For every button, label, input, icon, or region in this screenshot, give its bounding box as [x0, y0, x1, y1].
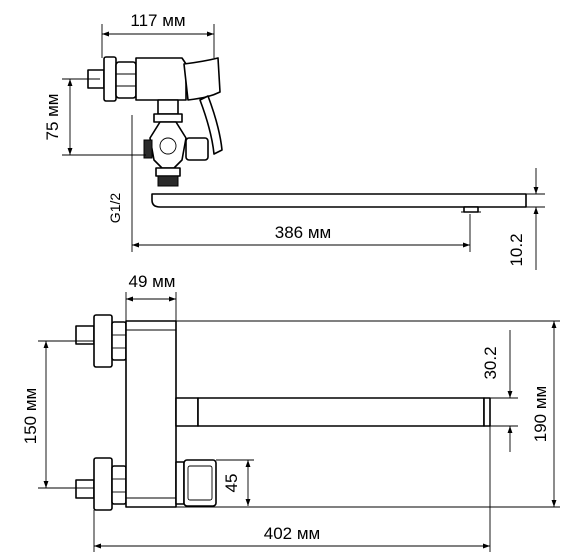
side-lever-handle	[199, 95, 223, 155]
dim-side-width: 117 мм	[130, 11, 185, 30]
dim-side-height: 75 мм	[43, 93, 62, 140]
dim-thread: G1/2	[107, 193, 123, 224]
dim-spout-offset: 10.2	[507, 233, 526, 266]
dim-front-total-length: 402 мм	[264, 524, 320, 543]
front-upper-flange	[93, 314, 113, 368]
dim-front-spout-height: 30.2	[481, 346, 500, 379]
side-nut	[115, 61, 137, 99]
side-neck	[157, 99, 179, 115]
front-spout	[197, 397, 485, 427]
side-diverter-body	[149, 121, 187, 169]
front-diverter-collar	[175, 461, 185, 505]
side-lever-base	[183, 57, 221, 101]
front-diverter-knob	[183, 459, 217, 507]
side-aerator	[463, 206, 479, 213]
side-outlet-ring	[155, 167, 181, 177]
front-upper-nut	[111, 321, 127, 361]
front-body	[125, 320, 177, 508]
dim-front-total-height: 190 мм	[531, 386, 550, 442]
dim-front-centers: 150 мм	[21, 388, 40, 444]
front-view	[75, 314, 491, 511]
front-view-dimensions: 49 мм 150 мм 30.2 190 мм 45 402 мм	[21, 272, 560, 552]
front-lower-nut	[111, 465, 127, 505]
front-spout-collar	[175, 397, 199, 427]
side-diverter-knob	[185, 137, 209, 161]
side-outlet-thread	[157, 175, 179, 187]
front-lower-stub	[75, 479, 95, 499]
side-view-dimensions: 117 мм 75 мм G1/2 386 мм 10.2	[43, 11, 545, 270]
front-spout-tip	[483, 397, 491, 427]
dim-front-body: 49 мм	[128, 272, 175, 291]
side-neck-ring	[153, 113, 183, 123]
dim-spout-length: 386 мм	[275, 223, 331, 242]
side-thread-fitting	[143, 139, 153, 159]
side-mixer-body	[135, 57, 187, 101]
front-lower-flange	[93, 457, 113, 511]
side-wall-flange	[103, 56, 117, 102]
dim-front-inlet: 45	[222, 474, 241, 493]
side-spout	[151, 193, 527, 208]
side-view	[87, 56, 527, 213]
